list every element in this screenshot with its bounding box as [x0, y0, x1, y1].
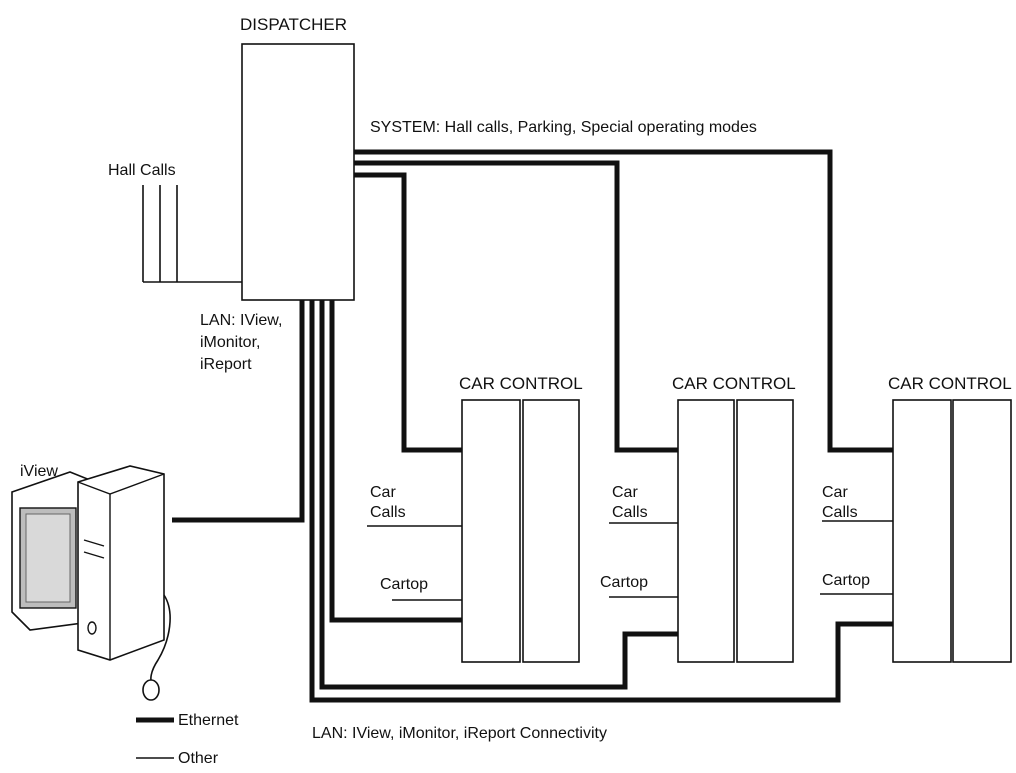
lan-top-label-line1: LAN: IView,: [200, 312, 282, 329]
hall-calls-label: Hall Calls: [108, 162, 176, 179]
legend-other-label: Other: [178, 750, 219, 767]
lan-bottom-label: LAN: IView, iMonitor, iReport Connectivi…: [312, 725, 607, 742]
cartop-label: Cartop: [822, 572, 870, 589]
car-control-1: CAR CONTROL Car Calls Cartop: [367, 374, 583, 663]
hall-calls-lines: [142, 185, 242, 283]
iview-label: iView: [20, 463, 58, 480]
car-control-title: CAR CONTROL: [672, 374, 796, 393]
car-calls-label-line2: Calls: [370, 504, 406, 521]
car-control-title: CAR CONTROL: [888, 374, 1012, 393]
car-control-3: CAR CONTROL Car Calls Cartop: [820, 374, 1012, 663]
mouse-icon: [142, 679, 160, 701]
lan-top-label-line2: iMonitor,: [200, 334, 260, 351]
car-calls-label-line2: Calls: [822, 504, 858, 521]
lan-ethernet-lines: [172, 300, 893, 703]
car-calls-label-line1: Car: [822, 484, 848, 501]
system-ethernet-lines: [354, 149, 893, 453]
legend: Ethernet Other: [136, 712, 239, 767]
car-control-2: CAR CONTROL Car Calls Cartop: [600, 374, 796, 663]
car-calls-label-line1: Car: [370, 484, 396, 501]
desktop-computer-icon: [11, 465, 171, 685]
car-calls-label-line2: Calls: [612, 504, 648, 521]
dispatcher-box: [241, 43, 355, 301]
lan-top-label-line3: iReport: [200, 356, 252, 373]
car-calls-label-line1: Car: [612, 484, 638, 501]
car-control-title: CAR CONTROL: [459, 374, 583, 393]
dispatcher-title: DISPATCHER: [240, 15, 347, 34]
legend-ethernet-label: Ethernet: [178, 712, 239, 729]
cartop-label: Cartop: [380, 576, 428, 593]
system-label: SYSTEM: Hall calls, Parking, Special ope…: [370, 119, 757, 136]
cartop-label: Cartop: [600, 574, 648, 591]
